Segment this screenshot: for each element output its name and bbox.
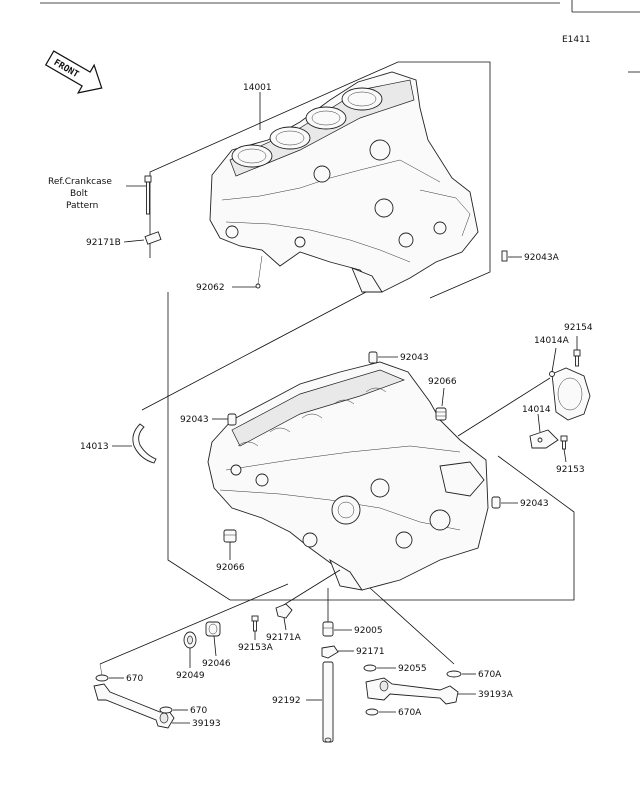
part-label-92062: 92062 <box>196 283 225 293</box>
part-label-92043-right: 92043 <box>520 499 549 509</box>
ref-note-line-3: Pattern <box>66 201 98 211</box>
part-670-upper <box>95 663 124 682</box>
part-14013 <box>112 423 157 464</box>
part-label-14013: 14013 <box>80 442 109 452</box>
part-92154 <box>573 336 581 367</box>
part-670A-lower <box>365 708 396 716</box>
part-label-92066-right: 92066 <box>428 377 457 387</box>
part-label-14014A: 14014A <box>534 336 570 346</box>
ref-note-line-1: Ref.Crankcase <box>48 177 112 187</box>
part-label-92046: 92046 <box>202 659 231 669</box>
part-92171A <box>275 603 293 631</box>
part-92066-right <box>435 387 447 421</box>
part-label-92153A: 92153A <box>238 643 274 653</box>
part-label-670A-lower: 670A <box>398 708 422 718</box>
assembly-line-pipe-a <box>369 587 455 665</box>
part-92062 <box>232 255 263 289</box>
part-14014 <box>529 413 559 449</box>
diagram-code: E1411 <box>562 35 591 45</box>
part-92153A <box>251 615 259 640</box>
lower-crankcase <box>167 292 575 601</box>
part-92046 <box>205 621 221 657</box>
part-92153 <box>560 435 568 463</box>
part-label-92192: 92192 <box>272 696 301 706</box>
part-670A-upper <box>446 670 476 678</box>
part-39193A <box>365 677 476 705</box>
ref-crankcase-bolt-note: Ref.Crankcase Bolt Pattern <box>48 175 152 215</box>
part-label-92043-top: 92043 <box>400 353 429 363</box>
part-label-92043A: 92043A <box>524 253 560 263</box>
part-label-39193: 39193 <box>192 719 221 729</box>
part-92049 <box>183 631 197 668</box>
part-label-670-lower: 670 <box>190 706 207 716</box>
front-direction-arrow: FRONT <box>44 50 103 94</box>
part-label-92055: 92055 <box>398 664 427 674</box>
part-92171B <box>123 231 162 245</box>
assembly-line-left <box>141 291 367 411</box>
part-92066-left <box>223 529 237 560</box>
part-92171 <box>321 645 354 659</box>
part-label-92153: 92153 <box>556 465 585 475</box>
ref-note-line-2: Bolt <box>70 189 88 199</box>
part-label-92154: 92154 <box>564 323 593 333</box>
part-label-92171B: 92171B <box>86 238 121 248</box>
part-label-92049: 92049 <box>176 671 205 681</box>
part-label-670-upper: 670 <box>126 674 143 684</box>
assembly-line-oil-pipe <box>99 583 289 665</box>
page-header-rules <box>40 0 640 73</box>
part-label-92005: 92005 <box>354 626 383 636</box>
assembly-line-92171A <box>281 569 341 607</box>
part-39193 <box>93 683 190 729</box>
part-label-92043-left: 92043 <box>180 415 209 425</box>
part-670-lower <box>159 706 188 714</box>
part-label-92171A: 92171A <box>266 633 302 643</box>
part-92005 <box>322 621 352 637</box>
part-92043-left <box>212 413 237 426</box>
part-label-92171: 92171 <box>356 647 385 657</box>
part-92043-top <box>368 351 398 364</box>
upper-crankcase <box>149 61 491 299</box>
part-92043-right <box>491 496 518 509</box>
part-14014A <box>457 347 591 437</box>
part-92192 <box>306 661 334 743</box>
part-label-14001: 14001 <box>243 83 272 93</box>
part-92043A <box>501 250 522 262</box>
part-label-14014: 14014 <box>522 405 551 415</box>
part-label-92066-left: 92066 <box>216 563 245 573</box>
part-92055 <box>363 664 396 672</box>
part-label-39193A: 39193A <box>478 690 514 700</box>
part-label-670A-upper: 670A <box>478 670 502 680</box>
